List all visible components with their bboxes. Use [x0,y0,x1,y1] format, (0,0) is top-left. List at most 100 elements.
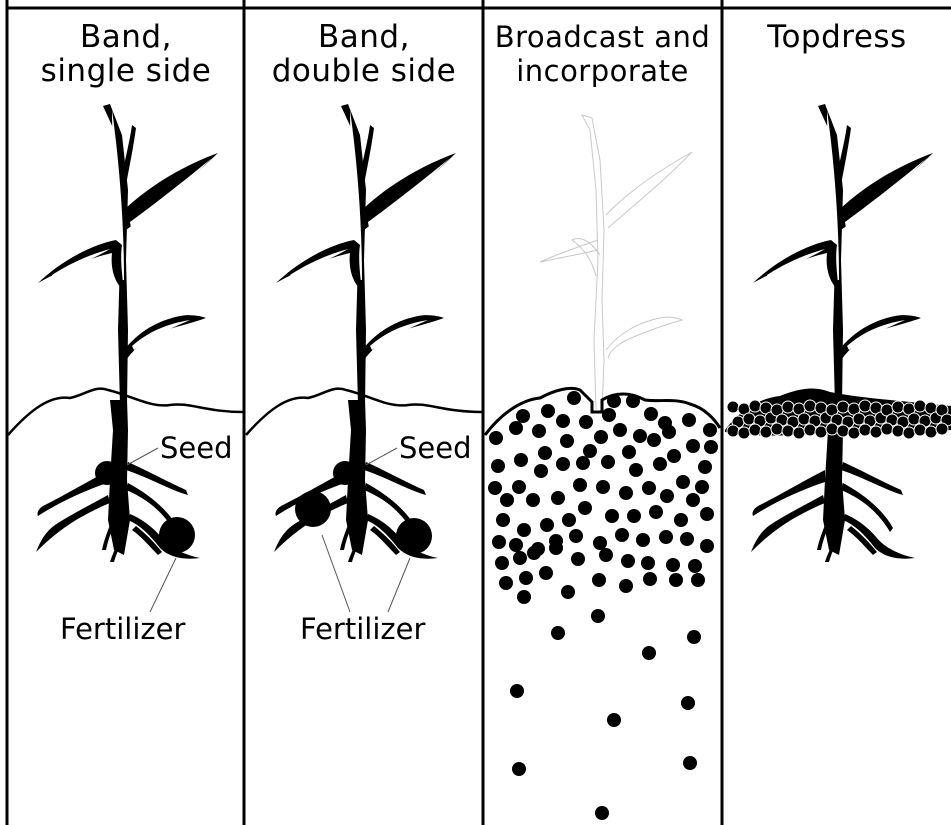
fertilizer-granule [749,424,761,436]
fertilizer-particle [509,421,523,435]
fertilizer-particle [562,513,576,527]
fertilizer-particle [647,433,661,447]
fertilizer-particle [532,424,546,438]
fertilizer-granule [925,426,937,438]
fertilizer-particle [499,576,513,590]
fertilizer-particle [592,573,606,587]
fertilizer-granule [815,426,827,438]
fertilizer-particle [517,523,531,537]
fertilizer-particle [569,529,583,543]
fertilizer-granule [743,413,755,425]
seed [95,461,119,485]
seed-pointer [366,448,397,465]
fertilizer-particle [551,491,565,505]
fertilizer-granule [782,401,794,413]
fertilizer-granule [853,413,865,425]
fertilizer-particle [674,513,688,527]
fertilizer-granule [848,427,860,439]
fertilizer-particle [551,626,565,640]
fertilizer-particle [660,489,674,503]
fertilizer-particle [607,713,621,727]
fertilizer-granule [738,427,750,439]
fertilizer-particle [526,493,540,507]
fertilizer-granule [771,423,783,435]
fertilizer-particle [539,566,553,580]
fertilizer-particle [556,414,570,428]
fertilizer-particle [491,459,505,473]
fertilizer-particle [556,457,570,471]
fertilizer-particle [669,573,683,587]
fertilizer-granule [837,401,849,413]
fertilizer-band-right [396,518,432,554]
fertilizer-granule [749,400,761,412]
fertilizer-particle [573,478,587,492]
fertilizer-particle [676,475,690,489]
fertilizer-particle [613,423,627,437]
fertilizer-particle [513,551,527,565]
fertilizer-particle [643,572,657,586]
fertilizer-particle [578,501,592,515]
fertilizer-particle [686,439,700,453]
fertilizer-granule [793,427,805,439]
fertilizer-pointer [150,558,176,612]
fertilizer-particle [642,481,656,495]
seed-pointer [127,448,158,465]
topdress-fertilizer-granules [727,400,951,439]
fertilizer-particle [534,464,548,478]
fertilizer-particle [576,456,590,470]
corn-plant [36,104,218,562]
fertilizer-particle [549,541,563,555]
fertilizer-particle [680,532,694,546]
fertilizer-particle [567,391,581,405]
panel-title-band-double: Band,double side [246,20,482,88]
fertilizer-particle [538,446,552,460]
fertilizer-particle [496,513,510,527]
fertilizer-granule [914,400,926,412]
fertilizer-granule [914,424,926,436]
fertilizer-particle [683,756,697,770]
fertilizer-particle [686,493,700,507]
fertilizer-pointer-right [388,558,410,612]
fertilizer-granule [837,425,849,437]
corn-plant [274,104,456,562]
panel-band-double-side [246,104,482,612]
seed [333,461,357,485]
fertilizer-granule [727,425,739,437]
fertilizer-particle [583,444,597,458]
fertilizer-band-left [295,491,331,527]
fertilizer-particle [517,590,531,604]
panel-broadcast-incorporate [485,115,720,820]
fertilizer-particle [700,539,714,553]
fertilizer-granule [892,401,904,413]
fertilizer-particle [595,806,609,820]
fertilizer-particle [519,571,533,585]
fertilizer-granule [782,425,794,437]
fertilizer-granule [727,401,739,413]
fertilizer-particle [700,507,714,521]
panel-band-single-side [8,104,243,612]
fertilizer-particle [489,431,503,445]
fertilizer-particle [698,460,712,474]
fertilizer-particle [649,505,663,519]
fertilizer-particle [607,394,621,408]
fertilizer-granule [859,400,871,412]
fertilizer-particle [561,585,575,599]
fertilizer-particle [495,556,509,570]
fertilizer-particle [579,415,593,429]
fertilizer-particle [541,404,555,418]
fertilizer-pointer-left [322,535,350,612]
fertilizer-particle [619,579,633,593]
fertilizer-particle [682,413,696,427]
fertilizer-granule [903,427,915,439]
fertilizer-particle [615,528,629,542]
fertilizer-particle [703,423,717,437]
fertilizer-granule [892,425,904,437]
fertilizer-band [159,517,195,553]
fertilizer-particle [619,486,633,500]
fertilizer-particle [500,493,514,507]
corn-plant [751,104,933,562]
fertilizer-particle [627,509,641,523]
fertilizer-particle [594,430,608,444]
fertilizer-particle [644,407,658,421]
fertilizer-particle [514,453,528,467]
